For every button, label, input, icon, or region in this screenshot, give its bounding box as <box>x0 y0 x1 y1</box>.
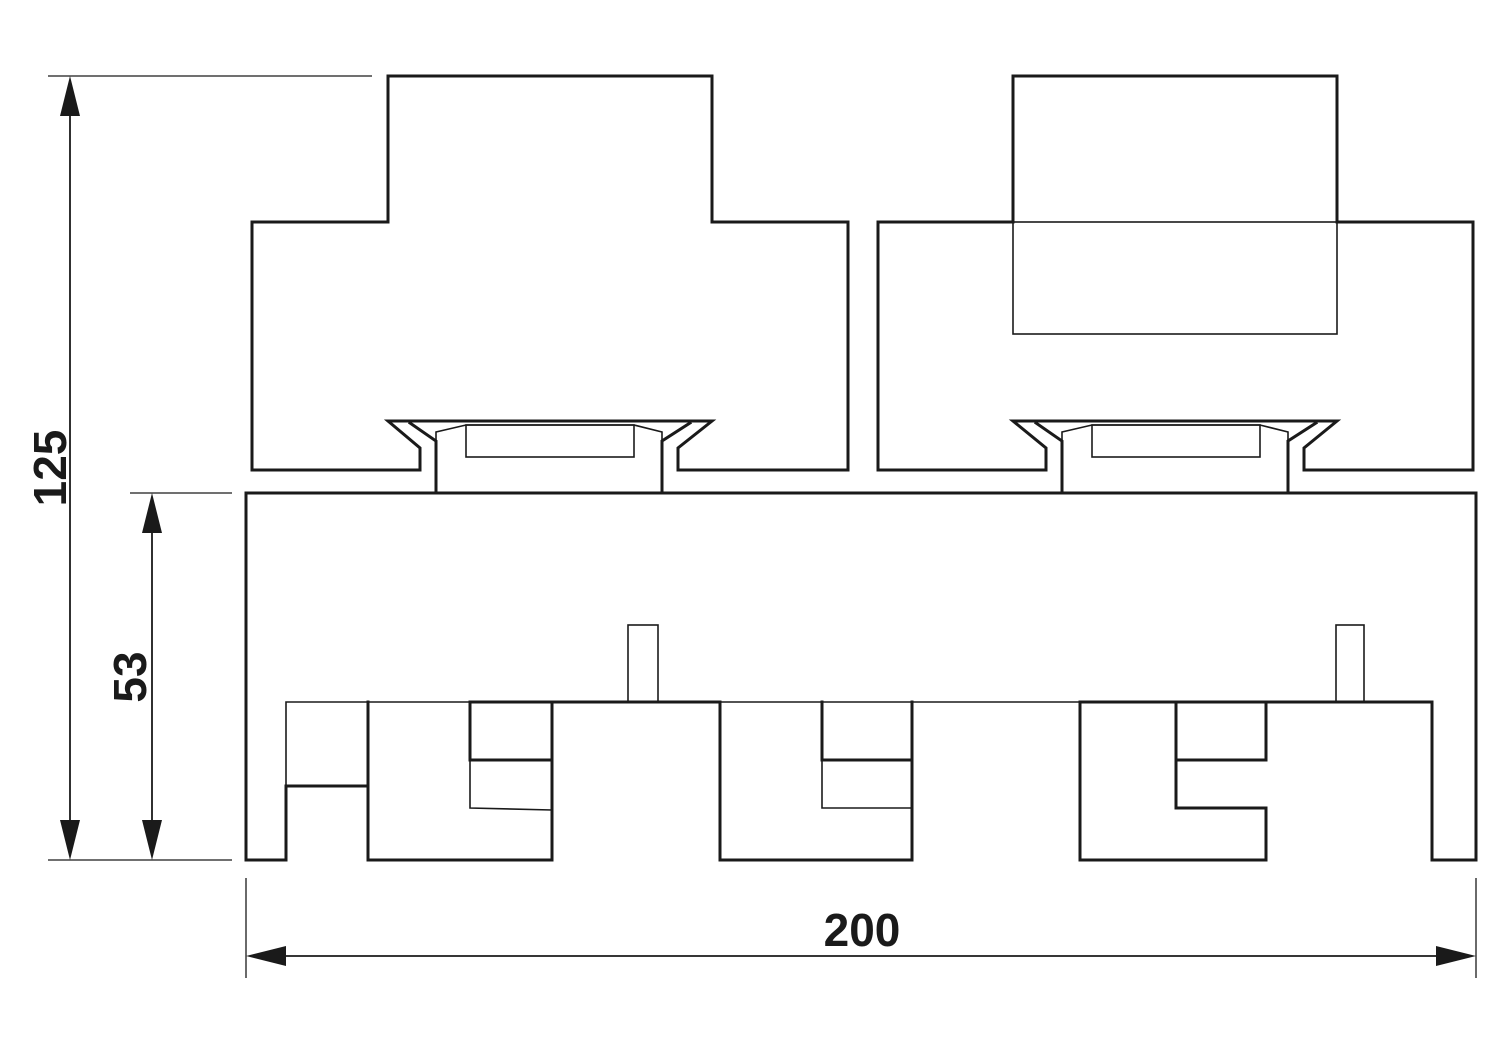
dimension-total-height: 125 <box>24 76 80 860</box>
arrow-down-icon <box>142 820 162 860</box>
arrow-up-icon <box>60 76 80 116</box>
upper-module-left <box>250 74 850 495</box>
arrow-down-icon <box>60 820 80 860</box>
module-right-inner-groove <box>1061 424 1289 441</box>
lower-base <box>244 491 1478 862</box>
dimension-lower-height: 53 <box>104 493 162 860</box>
module-left-rail-slot <box>465 424 635 458</box>
base-inner-lines <box>285 701 1177 811</box>
base-pin-left <box>627 624 659 703</box>
module-right-rail-slot <box>1091 424 1261 458</box>
arrow-left-icon <box>246 946 286 966</box>
module-left-outline <box>250 74 850 472</box>
extension-lines <box>48 75 1477 978</box>
arrow-right-icon <box>1436 946 1476 966</box>
module-left-foot <box>407 420 693 495</box>
base-outline <box>244 491 1478 862</box>
arrow-up-icon <box>142 493 162 533</box>
module-right-foot <box>1033 420 1319 495</box>
dimension-label-53: 53 <box>104 651 156 702</box>
dimension-total-width: 200 <box>246 904 1476 966</box>
dimension-label-125: 125 <box>24 430 76 507</box>
module-left-inner-groove <box>435 424 663 441</box>
dimension-label-200: 200 <box>824 904 901 956</box>
module-right-label-window <box>1012 221 1338 335</box>
upper-module-right <box>876 74 1475 495</box>
module-right-outline <box>876 74 1475 472</box>
base-pin-right <box>1335 624 1365 703</box>
